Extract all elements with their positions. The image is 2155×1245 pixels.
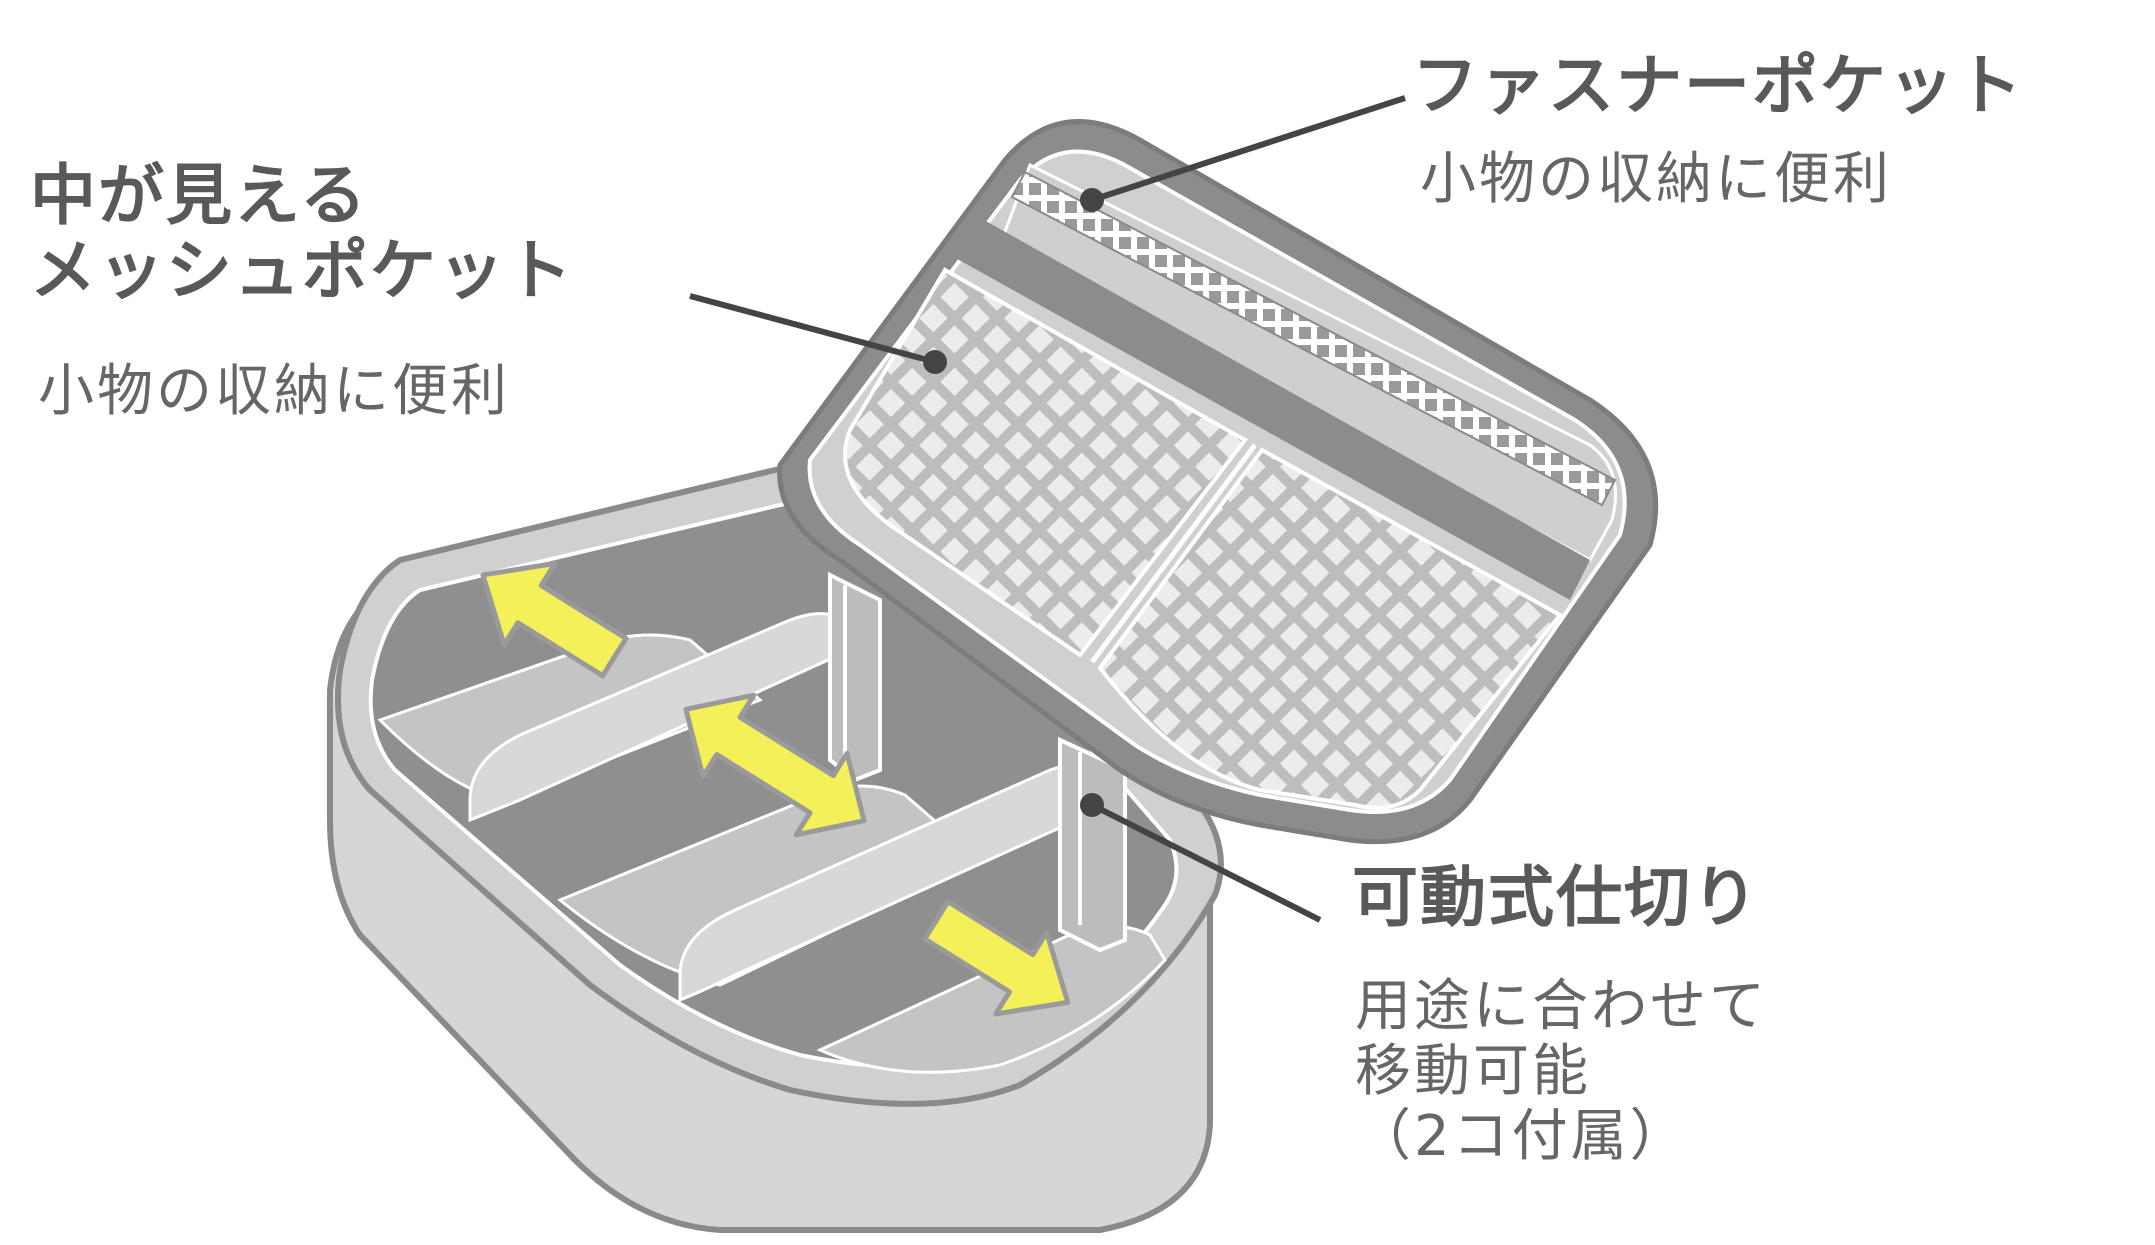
move-arrow-3	[922, 899, 1071, 1017]
mesh-pocket-title-line2: メッシュポケット	[30, 232, 574, 310]
zipper-track	[1010, 170, 1617, 507]
case-lid	[777, 119, 1659, 845]
movable-divider-subtitle-line1: 用途に合わせて	[1355, 974, 1768, 1039]
divider-1	[468, 571, 882, 823]
divider-1-face	[468, 612, 852, 823]
mesh-seam	[1090, 443, 1257, 664]
divider-1-post	[828, 571, 882, 783]
divider-2-post	[1058, 736, 1127, 953]
zipper-pocket-subtitle: 小物の収納に便利	[1420, 147, 1892, 212]
move-arrow-1	[480, 560, 629, 679]
leader-zipper	[1080, 95, 1406, 212]
mesh-pocket-title: 中が見える メッシュポケット	[30, 157, 574, 310]
movable-divider-title: 可動式仕切り	[1352, 859, 1760, 936]
leader-divider	[1080, 793, 1322, 923]
move-arrow-2	[683, 692, 867, 838]
mesh-pocket-right	[1097, 447, 1564, 810]
mesh-pocket-title-line1: 中が見える	[30, 157, 369, 234]
leader-mesh	[689, 293, 947, 374]
movable-divider-subtitle-line3: （2コ付属）	[1355, 1103, 1689, 1169]
movable-divider-subtitle-line2: 移動可能	[1355, 1038, 1591, 1104]
zipper-pocket-title: ファスナーポケット	[1412, 47, 2024, 124]
zipper-band	[950, 215, 1590, 600]
mesh-pocket-subtitle: 小物の収納に便利	[38, 359, 510, 424]
movable-divider-subtitle: 用途に合わせて 移動可能 （2コ付属）	[1355, 974, 1768, 1170]
